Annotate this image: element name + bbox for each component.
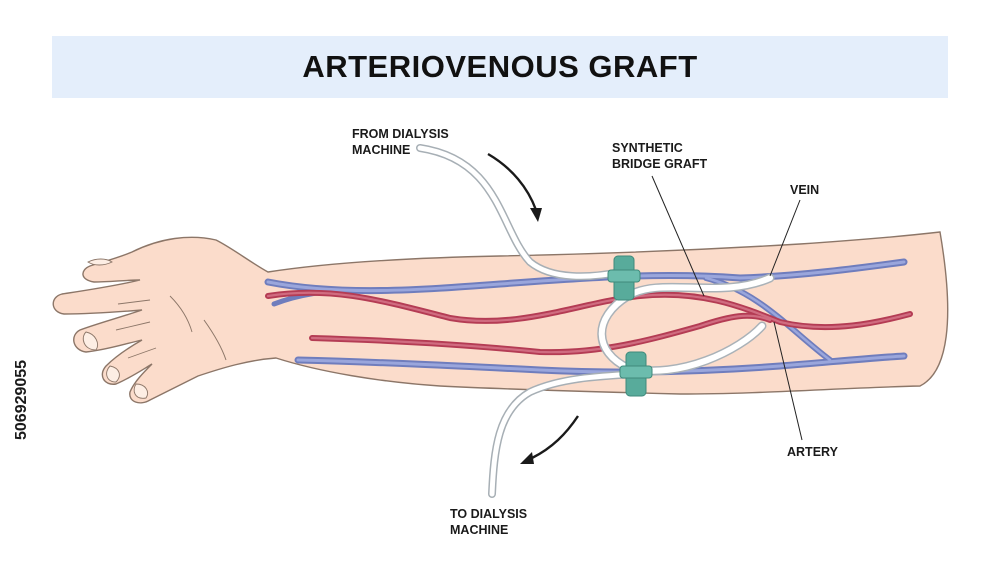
to-dialysis-label: TO DIALYSIS MACHINE — [450, 506, 527, 538]
lower-clamp — [619, 351, 653, 397]
upper-clamp — [607, 255, 641, 301]
finger-crease-3 — [127, 347, 157, 359]
vein-label-text: VEIN — [790, 183, 820, 197]
stock-id: 506929055 — [13, 359, 30, 441]
wrist-crease — [203, 319, 227, 361]
diagram-title: ARTERIOVENOUS GRAFT — [302, 49, 698, 84]
synthetic-graft-line-1: SYNTHETIC — [612, 141, 683, 155]
graft-leader — [651, 175, 705, 297]
palm-crease — [169, 295, 193, 333]
finger-crease-1 — [117, 299, 151, 305]
vein-label: VEIN — [790, 182, 819, 198]
artery-leader — [773, 321, 803, 441]
leader-lines — [651, 175, 803, 441]
artery-label-text: ARTERY — [787, 445, 838, 459]
fingernail-2 — [106, 365, 120, 383]
synthetic-graft-label: SYNTHETIC BRIDGE GRAFT — [612, 140, 707, 172]
synthetic-graft-line-2: BRIDGE GRAFT — [612, 157, 708, 171]
artery-label: ARTERY — [787, 444, 838, 460]
fingernail-1 — [82, 331, 98, 351]
graft-loop — [598, 275, 773, 374]
from-dialysis-line-1: FROM DIALYSIS — [352, 127, 449, 141]
inflow-arrow — [487, 152, 542, 222]
from-dialysis-label: FROM DIALYSIS MACHINE — [352, 126, 449, 158]
forearm-and-hand — [52, 231, 949, 404]
finger-crease-2 — [115, 321, 151, 331]
to-dialysis-line-2: MACHINE — [450, 523, 509, 537]
from-dialysis-line-2: MACHINE — [352, 143, 411, 157]
fingernail-3 — [133, 383, 148, 399]
arm — [52, 231, 949, 404]
to-dialysis-line-1: TO DIALYSIS — [450, 507, 528, 521]
synthetic-bridge-graft — [597, 273, 775, 376]
thumb-nail — [87, 258, 113, 266]
vein-leader — [769, 199, 801, 277]
artery-lower-highlight — [310, 314, 772, 354]
inflow-tube — [417, 145, 623, 279]
outflow-arrow — [520, 415, 579, 464]
dialysis-tubes — [416, 144, 640, 498]
title-banner: ARTERIOVENOUS GRAFT — [52, 36, 948, 98]
outflow-tube — [489, 371, 639, 497]
